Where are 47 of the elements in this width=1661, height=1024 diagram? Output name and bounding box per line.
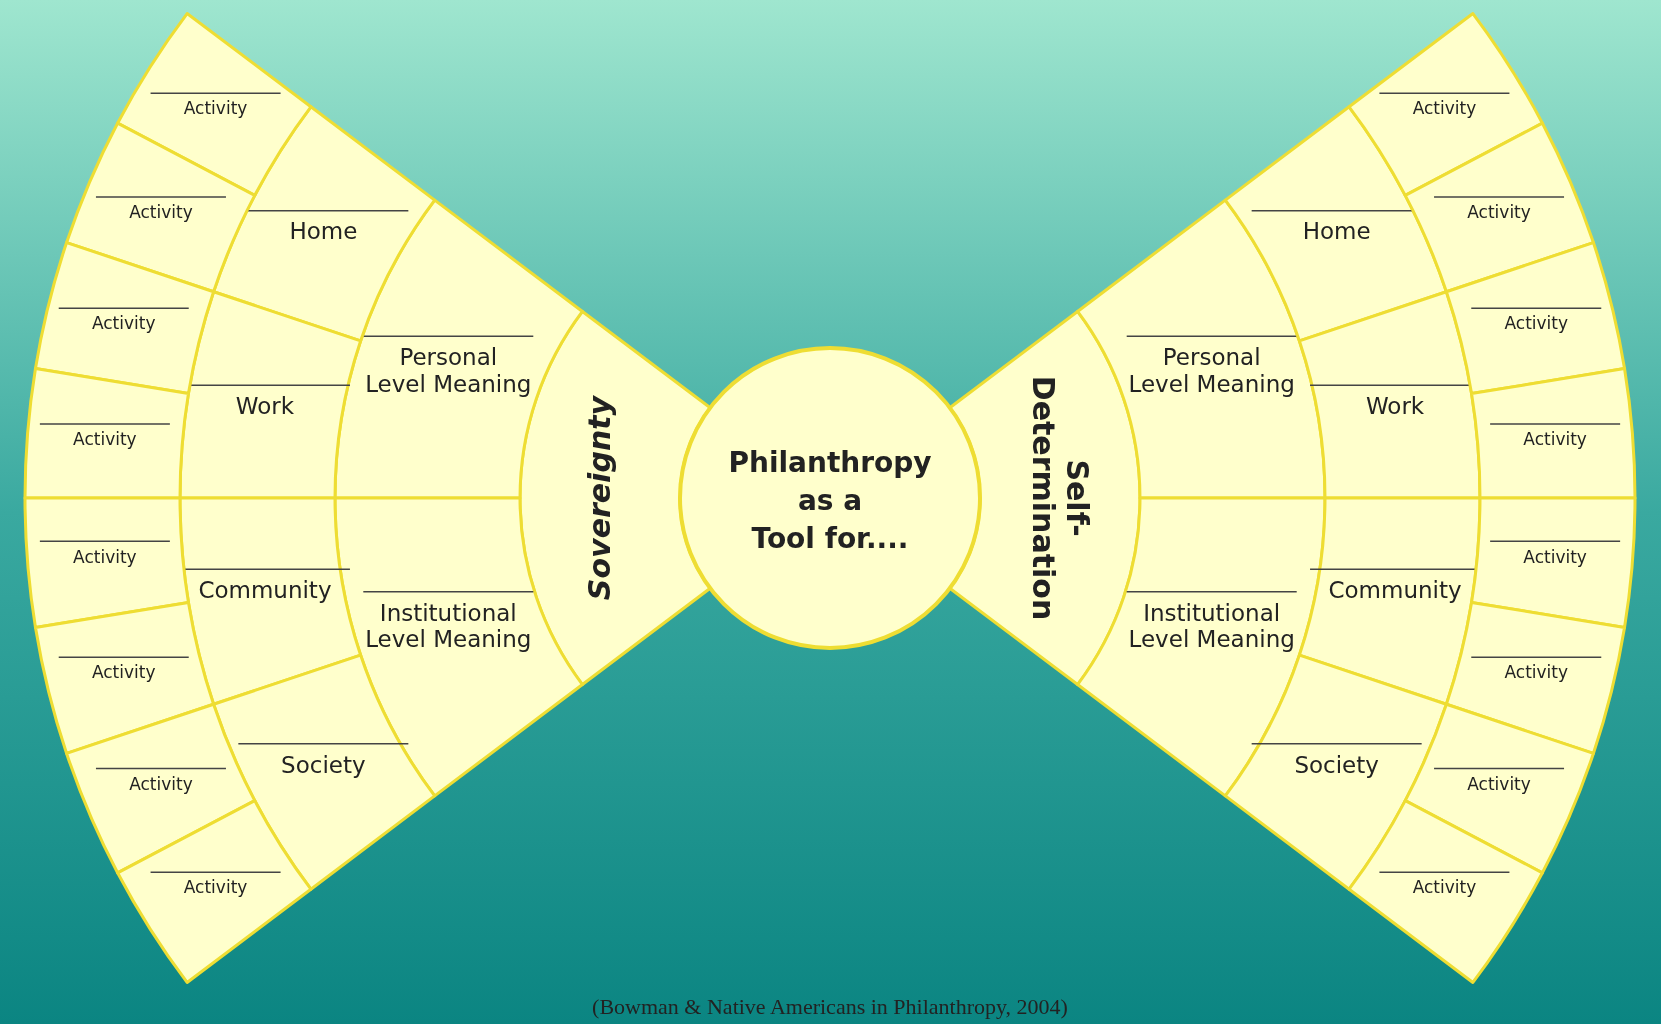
segment-label: Institutional Level Meaning (1128, 599, 1295, 652)
activity-label: Activity (1504, 662, 1569, 683)
fan-segment (1403, 702, 1595, 875)
fan-segment (33, 601, 216, 755)
fan-segment (65, 702, 257, 875)
activity-label: Activity (91, 662, 156, 683)
segment-label: Society (281, 751, 366, 778)
segment-label: Home (289, 218, 358, 245)
segment-label: Home (1302, 218, 1371, 245)
fan-segment (1470, 496, 1637, 629)
theme-label: Sovereignty (582, 395, 617, 601)
fan-segment (1444, 241, 1627, 395)
fan-segment (23, 367, 190, 500)
activity-label: Activity (1412, 98, 1477, 119)
segment-label: Personal Level Meaning (1128, 344, 1295, 397)
fan-segment (116, 799, 313, 984)
segment-label: Work (235, 393, 295, 419)
activity-label: Activity (129, 773, 193, 794)
fan-segment (1470, 367, 1637, 500)
center-title: Philanthropy as a Tool for.... (728, 446, 932, 555)
center-circle (678, 346, 982, 650)
segment-label: Institutional Level Meaning (365, 599, 532, 652)
activity-label: Activity (183, 98, 248, 119)
activity-label: Activity (1412, 877, 1477, 898)
segment-label: Society (1294, 751, 1379, 778)
activity-label: Activity (73, 429, 137, 450)
citation-caption: (Bowman & Native Americans in Philanthropy, 2004) (592, 994, 1068, 1019)
fan-segment (1347, 799, 1544, 984)
activity-label: Activity (1523, 546, 1587, 567)
activity-label: Activity (1467, 202, 1531, 223)
fan-segment (1444, 601, 1627, 755)
fan-segment (1347, 12, 1544, 197)
fan-segment (65, 121, 257, 294)
fan-segment (33, 241, 216, 395)
activity-label: Activity (129, 202, 193, 223)
activity-label: Activity (91, 313, 156, 334)
activity-label: Activity (1467, 773, 1531, 794)
segment-label: Work (1365, 393, 1425, 419)
activity-label: Activity (1523, 429, 1587, 450)
segment-label: Community (198, 577, 332, 604)
segment-label: Personal Level Meaning (365, 344, 532, 397)
activity-label: Activity (1504, 313, 1569, 334)
fan-segment (116, 12, 313, 197)
theme-label: Self-Determination (1026, 375, 1095, 621)
segment-label: Community (1328, 577, 1462, 604)
activity-label: Activity (183, 877, 248, 898)
fan-segment (1403, 121, 1595, 294)
